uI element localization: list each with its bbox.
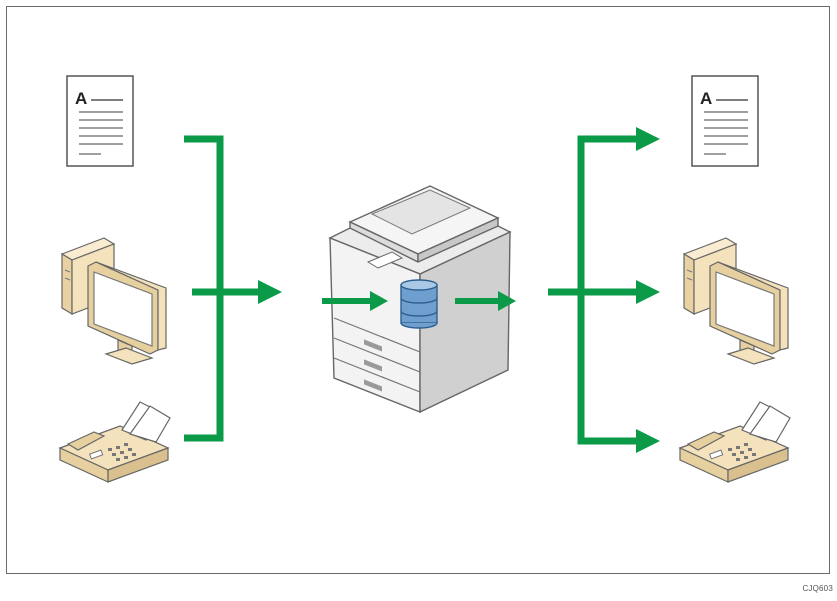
database-icon <box>400 279 438 329</box>
figure-code: CJQ603 <box>802 584 833 593</box>
multifunction-printer-icon <box>328 185 512 414</box>
computer-icon-left <box>61 237 167 365</box>
input-bracket-arrow <box>184 135 262 442</box>
document-icon-right <box>691 75 759 167</box>
store-arrow <box>322 291 388 311</box>
computer-icon-right <box>683 237 789 365</box>
document-icon-left <box>66 75 134 167</box>
output-arrow-head-middle <box>636 280 660 304</box>
fax-machine-icon-left <box>59 401 171 483</box>
retrieve-arrow <box>455 291 516 311</box>
output-arrow-head-bottom <box>636 429 660 453</box>
fax-machine-icon-right <box>679 401 791 483</box>
input-arrow-head <box>258 280 282 304</box>
output-bracket-arrows <box>548 135 640 445</box>
output-arrow-head-top <box>636 127 660 151</box>
